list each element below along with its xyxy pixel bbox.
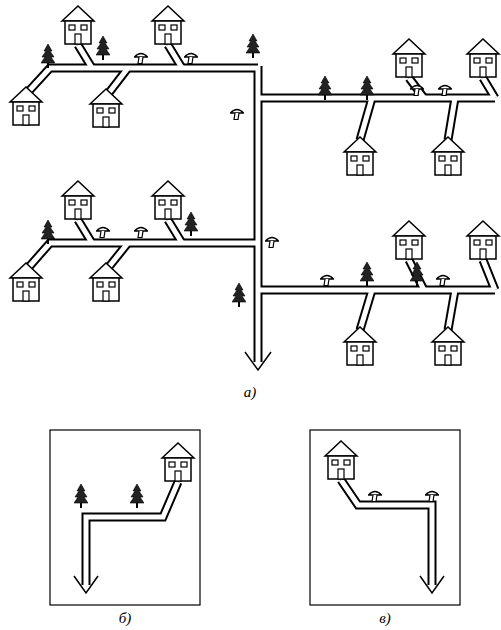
tree-symbol: [318, 76, 332, 100]
house-symbol: [393, 39, 425, 77]
figure-label: б): [119, 610, 132, 627]
mushroom-symbol: [439, 86, 452, 96]
mushroom-symbol: [185, 54, 198, 64]
road: [409, 260, 424, 290]
road: [28, 243, 258, 268]
road: [483, 78, 495, 98]
road: [360, 98, 372, 140]
tree-symbol: [360, 76, 374, 100]
road: [168, 45, 182, 68]
road: [341, 480, 432, 589]
road: [483, 260, 495, 290]
mushroom-symbol: [369, 492, 382, 502]
arrow-heads: [74, 352, 444, 593]
road: [78, 45, 92, 68]
house-symbol: [432, 137, 464, 175]
road: [28, 68, 258, 92]
mushroom-symbol: [97, 228, 110, 238]
house-symbol: [467, 39, 499, 77]
road-fill: [28, 45, 495, 589]
house-symbol: [467, 221, 499, 259]
road: [86, 482, 178, 585]
house-symbol: [10, 263, 42, 301]
house-symbol: [432, 327, 464, 365]
road: [108, 68, 128, 94]
road: [108, 243, 128, 268]
road: [409, 78, 424, 98]
tree-symbol: [41, 44, 55, 68]
house-symbol: [152, 181, 184, 219]
mushroom-symbol: [411, 86, 424, 96]
road: [168, 45, 182, 68]
frame: [310, 430, 460, 605]
house-symbol: [90, 89, 122, 127]
house-symbol: [62, 6, 94, 44]
road: [78, 220, 92, 243]
house-symbol: [344, 137, 376, 175]
figure-label: в): [379, 610, 391, 627]
road: [256, 66, 261, 366]
road: [409, 78, 424, 98]
arrow-head: [74, 576, 98, 593]
house-symbol: [62, 181, 94, 219]
road: [86, 482, 178, 589]
tree-symbol: [410, 262, 424, 286]
road: [258, 286, 495, 295]
house-symbol: [162, 443, 194, 481]
frame: [50, 430, 200, 605]
mushroom-symbol: [321, 276, 334, 286]
house-symbol: [152, 6, 184, 44]
tree-symbol: [360, 262, 374, 286]
house-symbol: [10, 87, 42, 125]
mushroom-symbol: [266, 238, 279, 248]
road: [483, 260, 495, 290]
road: [258, 96, 495, 101]
road: [78, 45, 92, 68]
tree-symbol: [130, 484, 144, 508]
house-symbol: [393, 221, 425, 259]
house-symbol: [344, 327, 376, 365]
mushroom-symbol: [135, 54, 148, 64]
mushroom-symbol: [135, 228, 148, 238]
road: [258, 288, 495, 293]
house-symbol: [325, 441, 357, 479]
figure-label: а): [244, 384, 257, 401]
road: [360, 290, 372, 330]
road: [108, 68, 128, 94]
arrow-head: [245, 352, 271, 370]
road: [448, 290, 455, 330]
road: [409, 260, 424, 290]
road: [483, 78, 495, 98]
road: [258, 94, 495, 103]
tree-symbol: [96, 36, 110, 60]
arrow-head: [420, 576, 444, 593]
road: [448, 98, 455, 140]
tree-symbol: [74, 484, 88, 508]
road: [360, 290, 372, 330]
road: [360, 98, 372, 140]
tree-symbol: [184, 212, 198, 236]
road: [448, 290, 455, 330]
road: [28, 243, 258, 268]
road: [108, 243, 128, 268]
road: [28, 68, 258, 92]
house-symbol: [90, 263, 122, 301]
road: [78, 220, 92, 243]
tree-symbol: [246, 34, 260, 58]
road: [168, 220, 182, 243]
road: [448, 98, 455, 140]
mushroom-symbol: [231, 110, 244, 120]
mushroom-symbol: [426, 492, 439, 502]
tree-symbol: [232, 283, 246, 307]
road: [168, 220, 182, 243]
tree-symbol: [41, 220, 55, 244]
mushroom-symbol: [437, 276, 450, 286]
